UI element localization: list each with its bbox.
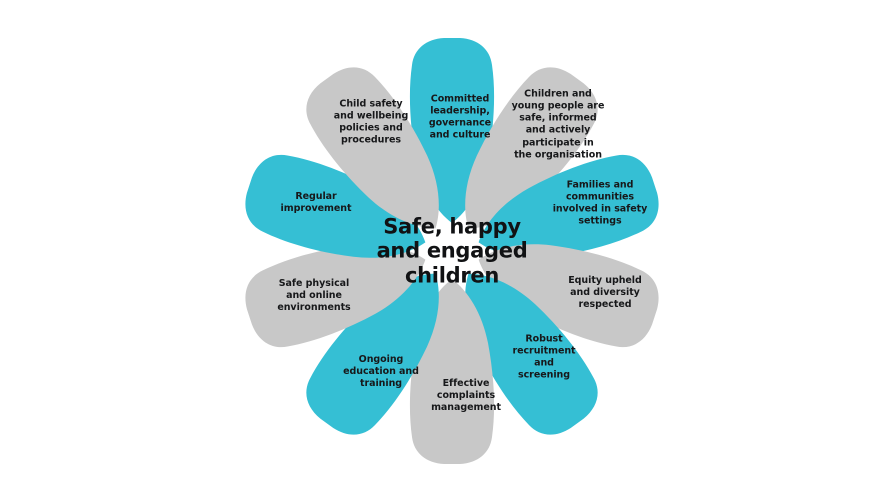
- petal-robust-recruitment: [465, 273, 598, 435]
- petal-child-safety-policies: [306, 67, 439, 229]
- petals-group: [245, 38, 659, 464]
- petal-ongoing-education: [306, 273, 439, 435]
- petal-regular-improvement: [245, 154, 426, 258]
- petal-children-young-people: [465, 67, 598, 229]
- petal-families-communities: [478, 154, 659, 258]
- petal-equity-diversity: [478, 244, 659, 348]
- petal-safe-environments: [245, 244, 426, 348]
